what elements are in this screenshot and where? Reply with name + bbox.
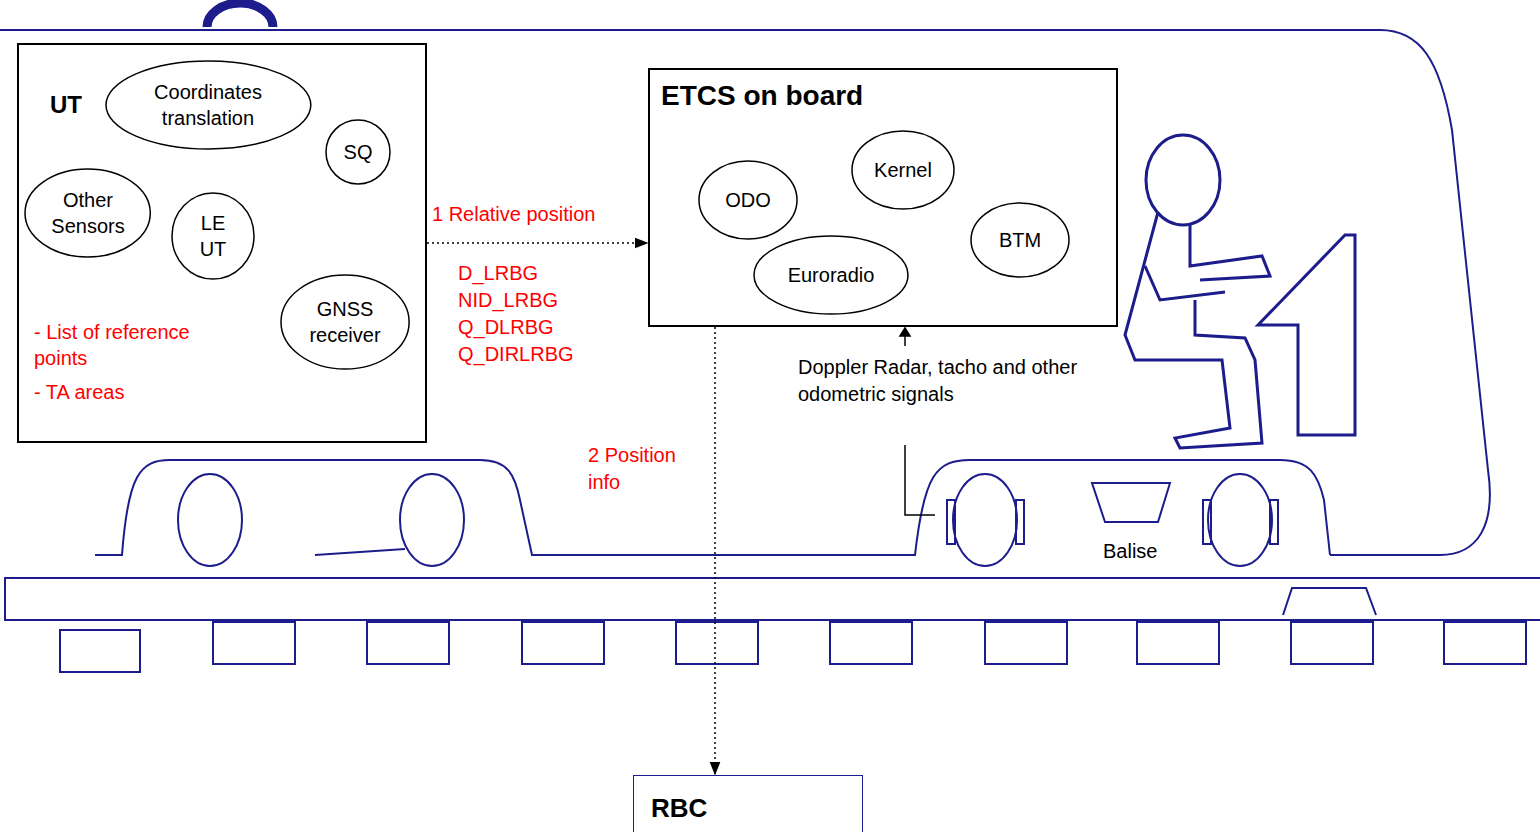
data-flow-arrow [427, 242, 647, 244]
signal-name: D_LRBG [458, 260, 538, 287]
node-title: UT [50, 89, 130, 120]
sleeper [985, 622, 1067, 664]
ellipse-outline [24, 168, 151, 258]
node-label: BTM [999, 227, 1041, 253]
module-ellipse: Euroradio [753, 235, 909, 315]
unit-box: UT - List of reference points - TA areas Co… [17, 43, 427, 443]
sleeper [1291, 622, 1373, 664]
signal-note: Doppler Radar, tacho and other odometric… [798, 354, 1118, 408]
rail [5, 578, 1540, 620]
coupling-line [315, 549, 405, 555]
node-label: SQ [344, 139, 373, 165]
module-ellipse: Coordinates translation [105, 60, 312, 150]
ellipse-outline [754, 236, 908, 314]
module-ellipse: Other Sensors [24, 168, 151, 258]
signal-name: Q_DIRLRBG [458, 341, 574, 368]
node-label: Coordinates translation [138, 79, 278, 131]
ellipse-outline [106, 61, 311, 149]
driver-console [1258, 235, 1355, 435]
wheel [953, 474, 1017, 566]
ellipse-outline [25, 169, 150, 257]
brake-shoe [1203, 500, 1211, 544]
driver-arm [1190, 224, 1270, 280]
node-label: Kernel [874, 157, 932, 183]
wheel [400, 474, 464, 566]
driver-body [1125, 212, 1262, 448]
node-label: GNSS receiver [302, 296, 388, 348]
sleeper [830, 622, 912, 664]
driver-head [1146, 135, 1220, 225]
node-label: ODO [725, 187, 771, 213]
brake-shoe [1016, 500, 1024, 544]
rbc-box: RBC [633, 775, 863, 832]
node-label: Euroradio [788, 262, 875, 288]
odometry-wire [905, 445, 935, 515]
module-ellipse: Kernel [851, 130, 955, 210]
module-ellipse: LE UT [171, 192, 255, 280]
sleeper [676, 622, 758, 664]
brake-shoe [1270, 500, 1278, 544]
flow-label: 2 Position info [588, 442, 710, 496]
ellipse-outline [852, 131, 954, 209]
wheel [1208, 474, 1272, 566]
flow-label: 1 Relative position [432, 201, 595, 228]
node-label: Other Sensors [46, 187, 130, 239]
node-title: RBC [651, 792, 801, 826]
sleeper [1137, 622, 1219, 664]
module-ellipse: SQ [325, 119, 391, 185]
driver-arm [1145, 266, 1225, 300]
sleeper [367, 622, 449, 664]
sleeper [522, 622, 604, 664]
module-ellipse: BTM [970, 202, 1070, 278]
ellipse-outline [971, 203, 1069, 277]
wheel [178, 474, 242, 566]
sleeper [1444, 622, 1526, 664]
node-label: LE UT [195, 210, 231, 262]
ellipse-outline [699, 161, 797, 239]
ellipse-outline [281, 275, 409, 369]
node-note: - List of reference points [34, 319, 234, 371]
ellipse-outline [171, 192, 255, 280]
node-note: - TA areas [34, 379, 234, 405]
sleeper [213, 622, 295, 664]
signal-name: Q_DLRBG [458, 314, 554, 341]
module-ellipse: ODO [698, 160, 798, 240]
part-name: Balise [1103, 538, 1157, 565]
track-balise [1283, 588, 1376, 615]
ellipse-outline [105, 60, 312, 150]
pantograph [207, 3, 273, 27]
brake-shoe [947, 500, 955, 544]
signal-name: NID_LRBG [458, 287, 558, 314]
odometry-arrowhead [900, 328, 910, 336]
ellipse-outline [326, 120, 390, 184]
sleeper [60, 630, 140, 672]
module-ellipse: GNSS receiver [280, 274, 410, 370]
unit-box: ETCS on boardKernelODO BTM Euroradio [648, 68, 1118, 327]
ellipse-outline [280, 274, 410, 370]
ellipse-outline [172, 193, 254, 279]
data-flow-arrow [714, 327, 716, 774]
balise-antenna [1092, 483, 1170, 522]
train-body [0, 30, 1490, 555]
node-title: ETCS on board [661, 78, 961, 114]
